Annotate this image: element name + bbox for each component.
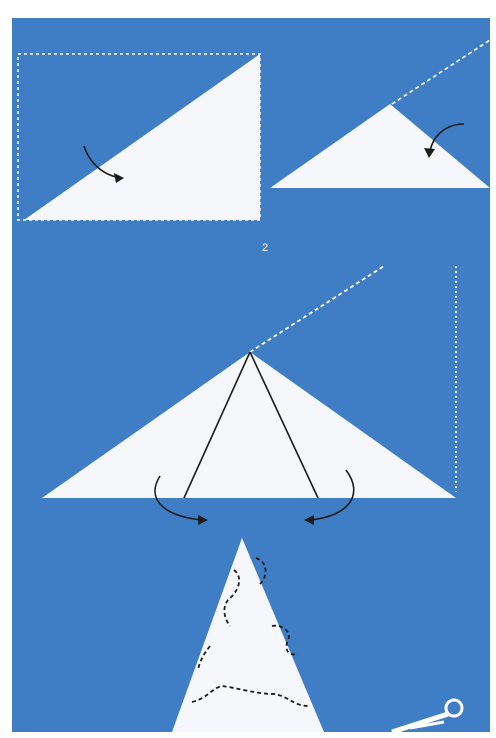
paper-triangle-small <box>270 104 490 188</box>
step-3-panel <box>12 528 490 732</box>
fold-line <box>250 266 384 352</box>
paper-cone <box>172 538 324 732</box>
step-1-illustration <box>12 18 490 236</box>
paper-triangle-large <box>24 54 260 220</box>
step-3-illustration <box>12 528 490 732</box>
step-2-illustration <box>12 236 490 528</box>
scissors-icon <box>392 700 462 732</box>
fold-line <box>392 40 490 104</box>
arrowhead <box>198 515 208 525</box>
step-2-panel: 2 <box>12 236 490 528</box>
step-1-panel <box>12 18 490 236</box>
paper-triangle <box>42 352 456 498</box>
arrowhead <box>304 515 314 525</box>
